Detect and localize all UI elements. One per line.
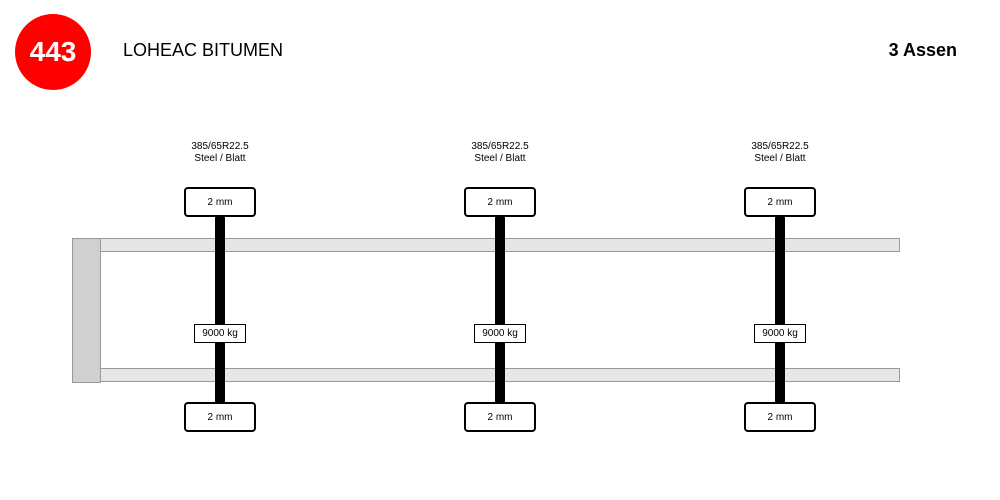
vehicle-number: 443 (29, 36, 77, 67)
tire-spec: 385/65R22.5 Steel / Blatt (160, 141, 280, 165)
tire-spec: 385/65R22.5 Steel / Blatt (720, 141, 840, 165)
axle-load: 9000 kg (194, 324, 246, 343)
axle-bar (215, 216, 225, 404)
tire-size: 385/65R22.5 (471, 141, 529, 152)
tire-type: Steel / Blatt (474, 153, 526, 164)
vehicle-number-badge: 443 (15, 14, 91, 90)
axle-bar (775, 216, 785, 404)
tire-spec: 385/65R22.5 Steel / Blatt (440, 141, 560, 165)
tire-tread-bottom[interactable]: 2 mm (184, 402, 256, 432)
axle-load: 9000 kg (474, 324, 526, 343)
vehicle-title: LOHEAC BITUMEN (123, 40, 284, 60)
axle-count-label: 3 Assen (888, 40, 957, 60)
tire-tread-bottom[interactable]: 2 mm (464, 402, 536, 432)
tire-type: Steel / Blatt (194, 153, 246, 164)
axle-bar (495, 216, 505, 404)
tire-tread-bottom[interactable]: 2 mm (744, 402, 816, 432)
tire-size: 385/65R22.5 (191, 141, 249, 152)
tire-type: Steel / Blatt (754, 153, 806, 164)
tire-tread-top[interactable]: 2 mm (184, 187, 256, 217)
axle-load: 9000 kg (754, 324, 806, 343)
tire-tread-top[interactable]: 2 mm (744, 187, 816, 217)
chassis-front-plate (72, 238, 101, 383)
tire-tread-top[interactable]: 2 mm (464, 187, 536, 217)
tire-size: 385/65R22.5 (751, 141, 809, 152)
